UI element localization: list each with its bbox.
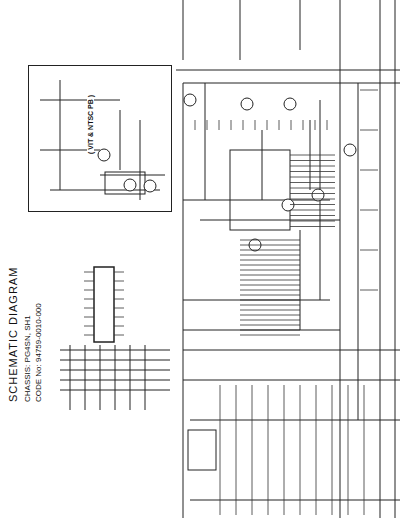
diagram-title: SCHEMATIC DIAGRAM: [8, 267, 19, 402]
chassis-note: CODE No: 94759-0010-000: [35, 303, 43, 402]
chassis-note: CHASSIS: PG4SN, SH1: [24, 315, 32, 402]
inset-box: ( VIT & NTSC PB ): [28, 65, 172, 212]
inset-heading: ( VIT & NTSC PB ): [87, 95, 94, 154]
